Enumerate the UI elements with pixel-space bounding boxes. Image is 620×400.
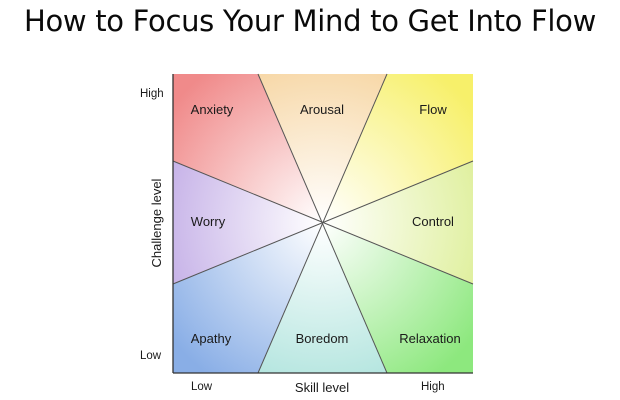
y-axis-title: Challenge level — [149, 178, 164, 267]
x-axis-title: Skill level — [295, 380, 349, 395]
control-zone — [322, 161, 473, 284]
apathy-zone — [173, 223, 322, 373]
y-high-label: High — [140, 88, 164, 100]
boredom-label: Boredom — [296, 331, 349, 346]
flow-zone — [322, 74, 473, 223]
divider-line — [172, 160, 474, 285]
page-title: How to Focus Your Mind to Get Into Flow — [23, 4, 597, 38]
y-low-label: Low — [140, 350, 162, 362]
anxiety-label: Anxiety — [191, 102, 234, 117]
relaxation-label: Relaxation — [399, 331, 460, 346]
x-low-label: Low — [191, 381, 213, 393]
x-high-label: High — [421, 381, 445, 393]
divider-line — [257, 73, 388, 374]
anxiety-zone — [173, 74, 322, 223]
arousal-label: Arousal — [300, 102, 344, 117]
worry-label: Worry — [191, 214, 226, 229]
worry-zone — [173, 161, 322, 284]
flow-label: Flow — [419, 102, 447, 117]
boredom-zone — [258, 223, 387, 373]
relaxation-zone — [322, 223, 473, 373]
divider-lines — [172, 73, 474, 374]
arousal-zone — [258, 74, 387, 223]
apathy-label: Apathy — [191, 331, 232, 346]
control-label: Control — [412, 214, 454, 229]
